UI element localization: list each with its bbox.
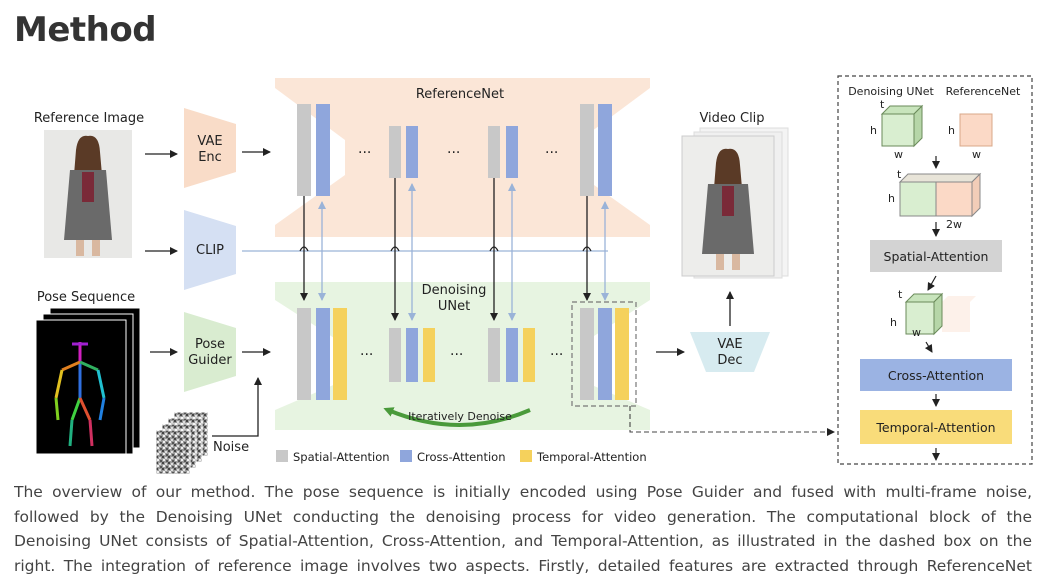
denoising-block-3 <box>488 328 535 382</box>
noise-image <box>155 411 209 475</box>
legend-temporal-label: Temporal-Attention <box>536 450 647 464</box>
detail-temporal-attention-label: Temporal-Attention <box>875 420 995 435</box>
vae-enc-label-line2: Enc <box>198 150 222 165</box>
method-diagram: Reference Image Pose Sequence <box>34 75 1033 475</box>
denoising-feature-cube <box>880 104 924 148</box>
figure-caption: The overview of our method. The pose seq… <box>14 480 1032 578</box>
caption-line: Denoising UNet consists of Spatial-Atten… <box>14 532 1032 550</box>
legend-cross-label: Cross-Attention <box>417 450 506 464</box>
axis-h: h <box>948 124 955 137</box>
referencenet-block-1 <box>297 104 330 196</box>
detail-temporal-attention-box <box>860 410 1012 444</box>
pose-guider-label-line1: Pose <box>195 337 225 352</box>
vae-dec-label-line2: Dec <box>717 353 742 368</box>
axis-t: t <box>898 288 903 301</box>
pose-sequence-image <box>35 307 141 455</box>
caption-line: The overview of our method. The pose seq… <box>14 483 1032 501</box>
denoising-block-1 <box>297 308 347 400</box>
detail-cross-attention-box <box>860 359 1012 391</box>
detail-referencenet-label: ReferenceNet <box>946 85 1021 98</box>
detail-denoising-unet-label: Denoising UNet <box>848 85 934 98</box>
axis-w: w <box>894 148 903 161</box>
reference-image <box>44 130 132 258</box>
axis-t: t <box>880 98 885 111</box>
page-title: Method <box>14 10 157 50</box>
axis-w: w <box>972 148 981 161</box>
clip-label: CLIP <box>196 243 224 258</box>
vae-enc-label-line1: VAE <box>197 134 222 149</box>
denoising-block-4 <box>580 308 629 400</box>
spatial-output-cube <box>904 292 976 336</box>
caption-line: right. The integration of reference imag… <box>14 556 1032 575</box>
video-clip-image <box>681 127 789 279</box>
reference-image-label: Reference Image <box>34 111 144 126</box>
video-clip-label: Video Clip <box>699 111 764 126</box>
vae-decoder-box <box>690 332 770 372</box>
ellipsis: ··· <box>360 347 373 363</box>
axis-t: t <box>897 168 902 181</box>
concatenated-feature-cube <box>898 172 982 218</box>
pose-sequence-label: Pose Sequence <box>37 290 135 305</box>
denoising-block-2 <box>389 328 435 382</box>
denoising-unet-background <box>275 282 650 430</box>
axis-w: w <box>912 326 921 339</box>
ellipsis: ··· <box>358 145 371 161</box>
referencenet-block-4 <box>580 104 612 196</box>
caption-line: followed by the Denoising UNet conductin… <box>14 507 1032 526</box>
ellipsis: ··· <box>447 145 460 161</box>
referencenet-block-2 <box>389 126 418 178</box>
detail-cross-attention-label: Cross-Attention <box>888 368 984 383</box>
iteratively-denoise-label: Iteratively Denoise <box>408 410 512 423</box>
denoising-unet-label-line1: Denoising <box>422 283 487 298</box>
detail-dashed-box <box>837 75 1033 465</box>
axis-h: h <box>870 124 877 137</box>
legend: Spatial-Attention Cross-Attention Tempor… <box>276 450 647 464</box>
referencenet-background <box>275 78 650 237</box>
iteratively-denoise-arrow <box>383 407 531 427</box>
referencenet-label: ReferenceNet <box>416 87 504 102</box>
ellipsis: ··· <box>545 145 558 161</box>
axis-2w: 2w <box>946 218 962 231</box>
referencenet-block-3 <box>488 126 518 178</box>
axis-h: h <box>890 316 897 329</box>
detail-spatial-attention-box <box>870 240 1002 272</box>
vae-dec-label-line1: VAE <box>717 337 742 352</box>
pose-guider-label-line2: Guider <box>188 353 232 368</box>
detail-spatial-attention-label: Spatial-Attention <box>884 249 989 264</box>
legend-spatial-label: Spatial-Attention <box>293 450 390 464</box>
clip-encoder-box <box>184 210 236 290</box>
vae-encoder-box <box>184 108 236 188</box>
denoising-unet-label-line2: UNet <box>438 299 470 314</box>
noise-label: Noise <box>213 440 249 455</box>
highlight-dashed-box <box>571 301 637 407</box>
referencenet-feature-map <box>959 113 993 147</box>
ellipsis: ··· <box>550 347 563 363</box>
ellipsis: ··· <box>450 347 463 363</box>
pose-guider-box <box>184 312 236 392</box>
axis-h: h <box>888 192 895 205</box>
